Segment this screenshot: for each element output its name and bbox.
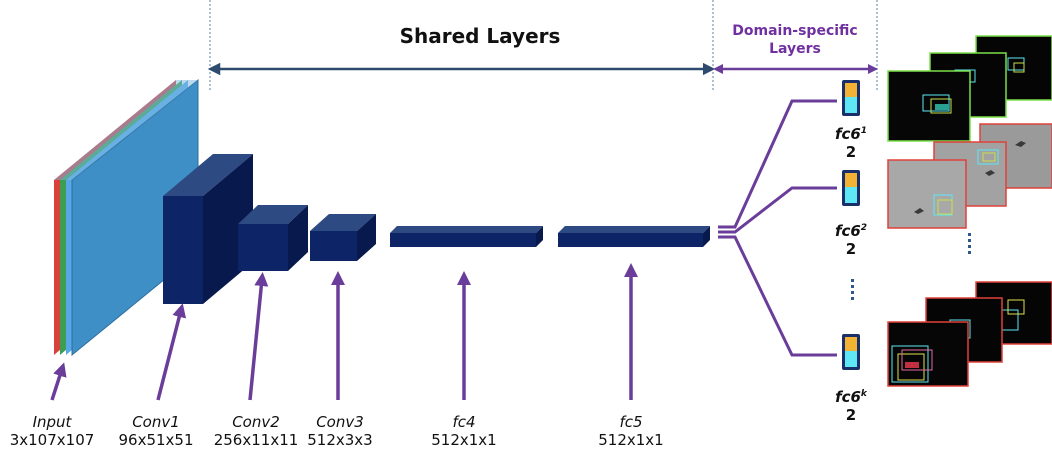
layer-label-fc5: fc5 512x1x1: [591, 413, 671, 449]
fc6-superscript: k: [860, 389, 867, 399]
fc6-superscript: 1: [860, 126, 868, 136]
fc6-dims: 2: [845, 406, 857, 424]
fc6-superscript: 2: [860, 223, 868, 233]
shared-layers-title: Shared Layers: [360, 24, 600, 48]
layer-label-fc4: fc4 512x1x1: [424, 413, 504, 449]
fc5-block: [558, 226, 710, 247]
domain-title-line1: Domain-specific: [732, 23, 858, 39]
layer-name: Conv2: [232, 413, 280, 431]
layer-dims: 96x51x51: [118, 431, 194, 449]
frame-stack-domain-k: [887, 281, 1052, 387]
domain-specific-title: Domain-specific Layers: [705, 22, 885, 58]
fc6-head-1: [842, 80, 860, 116]
fc4-block: [390, 226, 543, 247]
fc6-name: fc6: [834, 125, 861, 143]
fc6-name: fc6: [834, 222, 861, 240]
layer-label-conv3: Conv3 512x3x3: [300, 413, 380, 449]
layer-name: fc5: [619, 413, 643, 431]
frame-stack-domain-2: [887, 123, 1052, 229]
layer-dims: 512x1x1: [598, 431, 664, 449]
fc6-label-2: fc62 2: [826, 219, 876, 258]
layer-name: Input: [32, 413, 72, 431]
layer-label-input: Input 3x107x107: [0, 413, 104, 449]
conv3-block: [310, 214, 376, 261]
layer-label-conv2: Conv2 256x11x11: [204, 413, 308, 449]
fc6-head-2: [842, 170, 860, 206]
frames-ellipsis: [968, 233, 971, 254]
layer-name: Conv3: [316, 413, 364, 431]
layer-dims: 3x107x107: [9, 431, 95, 449]
fc6-label-k: fc6k 2: [826, 385, 876, 424]
layer-dims: 256x11x11: [213, 431, 299, 449]
fc6-dims: 2: [845, 240, 857, 258]
input-volume: [54, 78, 199, 357]
fc6-dims: 2: [845, 143, 857, 161]
shared-layers-title-text: Shared Layers: [399, 24, 561, 48]
fc6-name: fc6: [835, 388, 861, 406]
domain-title-line2: Layers: [769, 41, 821, 57]
frame-stack-domain-1: [887, 35, 1052, 142]
branch-lines: [718, 99, 837, 357]
layer-name: fc4: [452, 413, 476, 431]
layer-dims: 512x1x1: [431, 431, 497, 449]
conv2-block: [238, 205, 308, 271]
label-arrows: [50, 263, 638, 401]
layer-name: Conv1: [132, 413, 180, 431]
fc6-label-1: fc61 2: [826, 122, 876, 161]
fc6-head-k: [842, 334, 860, 370]
layer-label-conv1: Conv1 96x51x51: [108, 413, 204, 449]
heads-ellipsis: [851, 279, 854, 300]
layer-dims: 512x3x3: [307, 431, 373, 449]
